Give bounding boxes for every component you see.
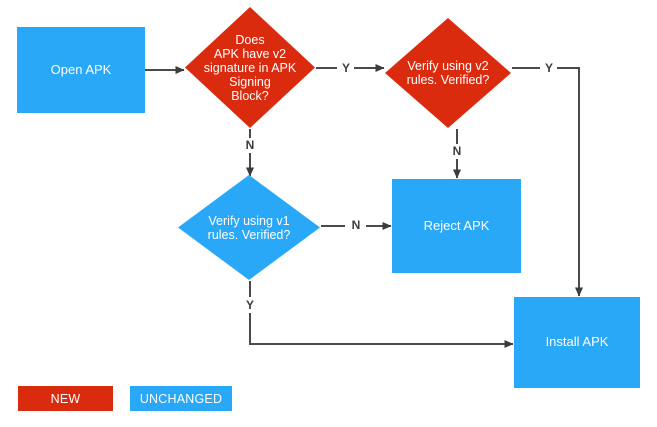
legend-item-unchanged[interactable]: UNCHANGED bbox=[130, 386, 232, 411]
legend-item-new[interactable]: NEW bbox=[18, 386, 113, 411]
node-open-apk-shape[interactable] bbox=[17, 27, 145, 113]
node-install-apk-shape[interactable] bbox=[514, 297, 640, 388]
edge-verify-v1-yes bbox=[249, 281, 514, 348]
node-reject-apk-shape[interactable] bbox=[392, 179, 521, 273]
node-verify-v2-shape[interactable] bbox=[385, 18, 511, 128]
legend-item-unchanged-label: UNCHANGED bbox=[139, 391, 223, 406]
legend-item-new-label: NEW bbox=[50, 391, 81, 406]
node-has-v2-signature-shape[interactable] bbox=[185, 7, 315, 128]
node-verify-v1-shape[interactable] bbox=[178, 175, 320, 280]
edge-verify-v2-yes bbox=[512, 67, 583, 297]
